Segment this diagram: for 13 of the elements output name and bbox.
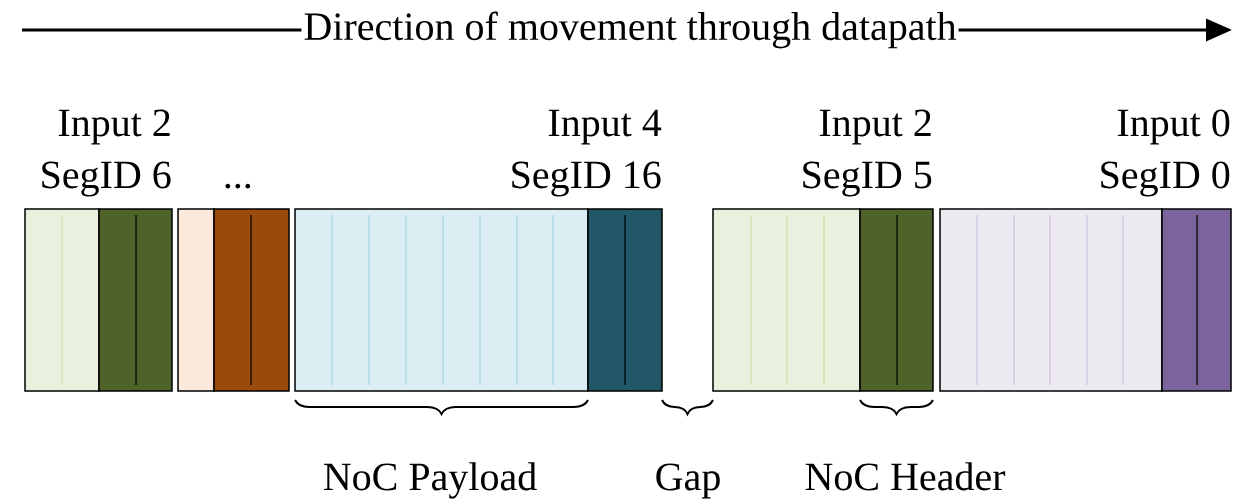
packet-label: SegID 16	[512, 161, 661, 197]
packet-label: SegID 6	[42, 161, 171, 197]
packet-label: ...	[225, 183, 251, 189]
brace-label: NoC Payload	[323, 462, 537, 499]
brace-label: NoC Header	[805, 462, 1006, 491]
packet-label: Input 0	[1117, 109, 1230, 145]
direction-label: Direction of movement through datapath	[301, 9, 959, 51]
packet-label: Input 4	[548, 109, 662, 145]
brace-label: Gap	[656, 463, 720, 499]
packet-label: SegID 5	[803, 161, 932, 197]
packet-label: Input 2	[819, 109, 931, 145]
packet-label: Input 2	[58, 109, 170, 145]
packet-label: SegID 0	[1101, 161, 1230, 197]
